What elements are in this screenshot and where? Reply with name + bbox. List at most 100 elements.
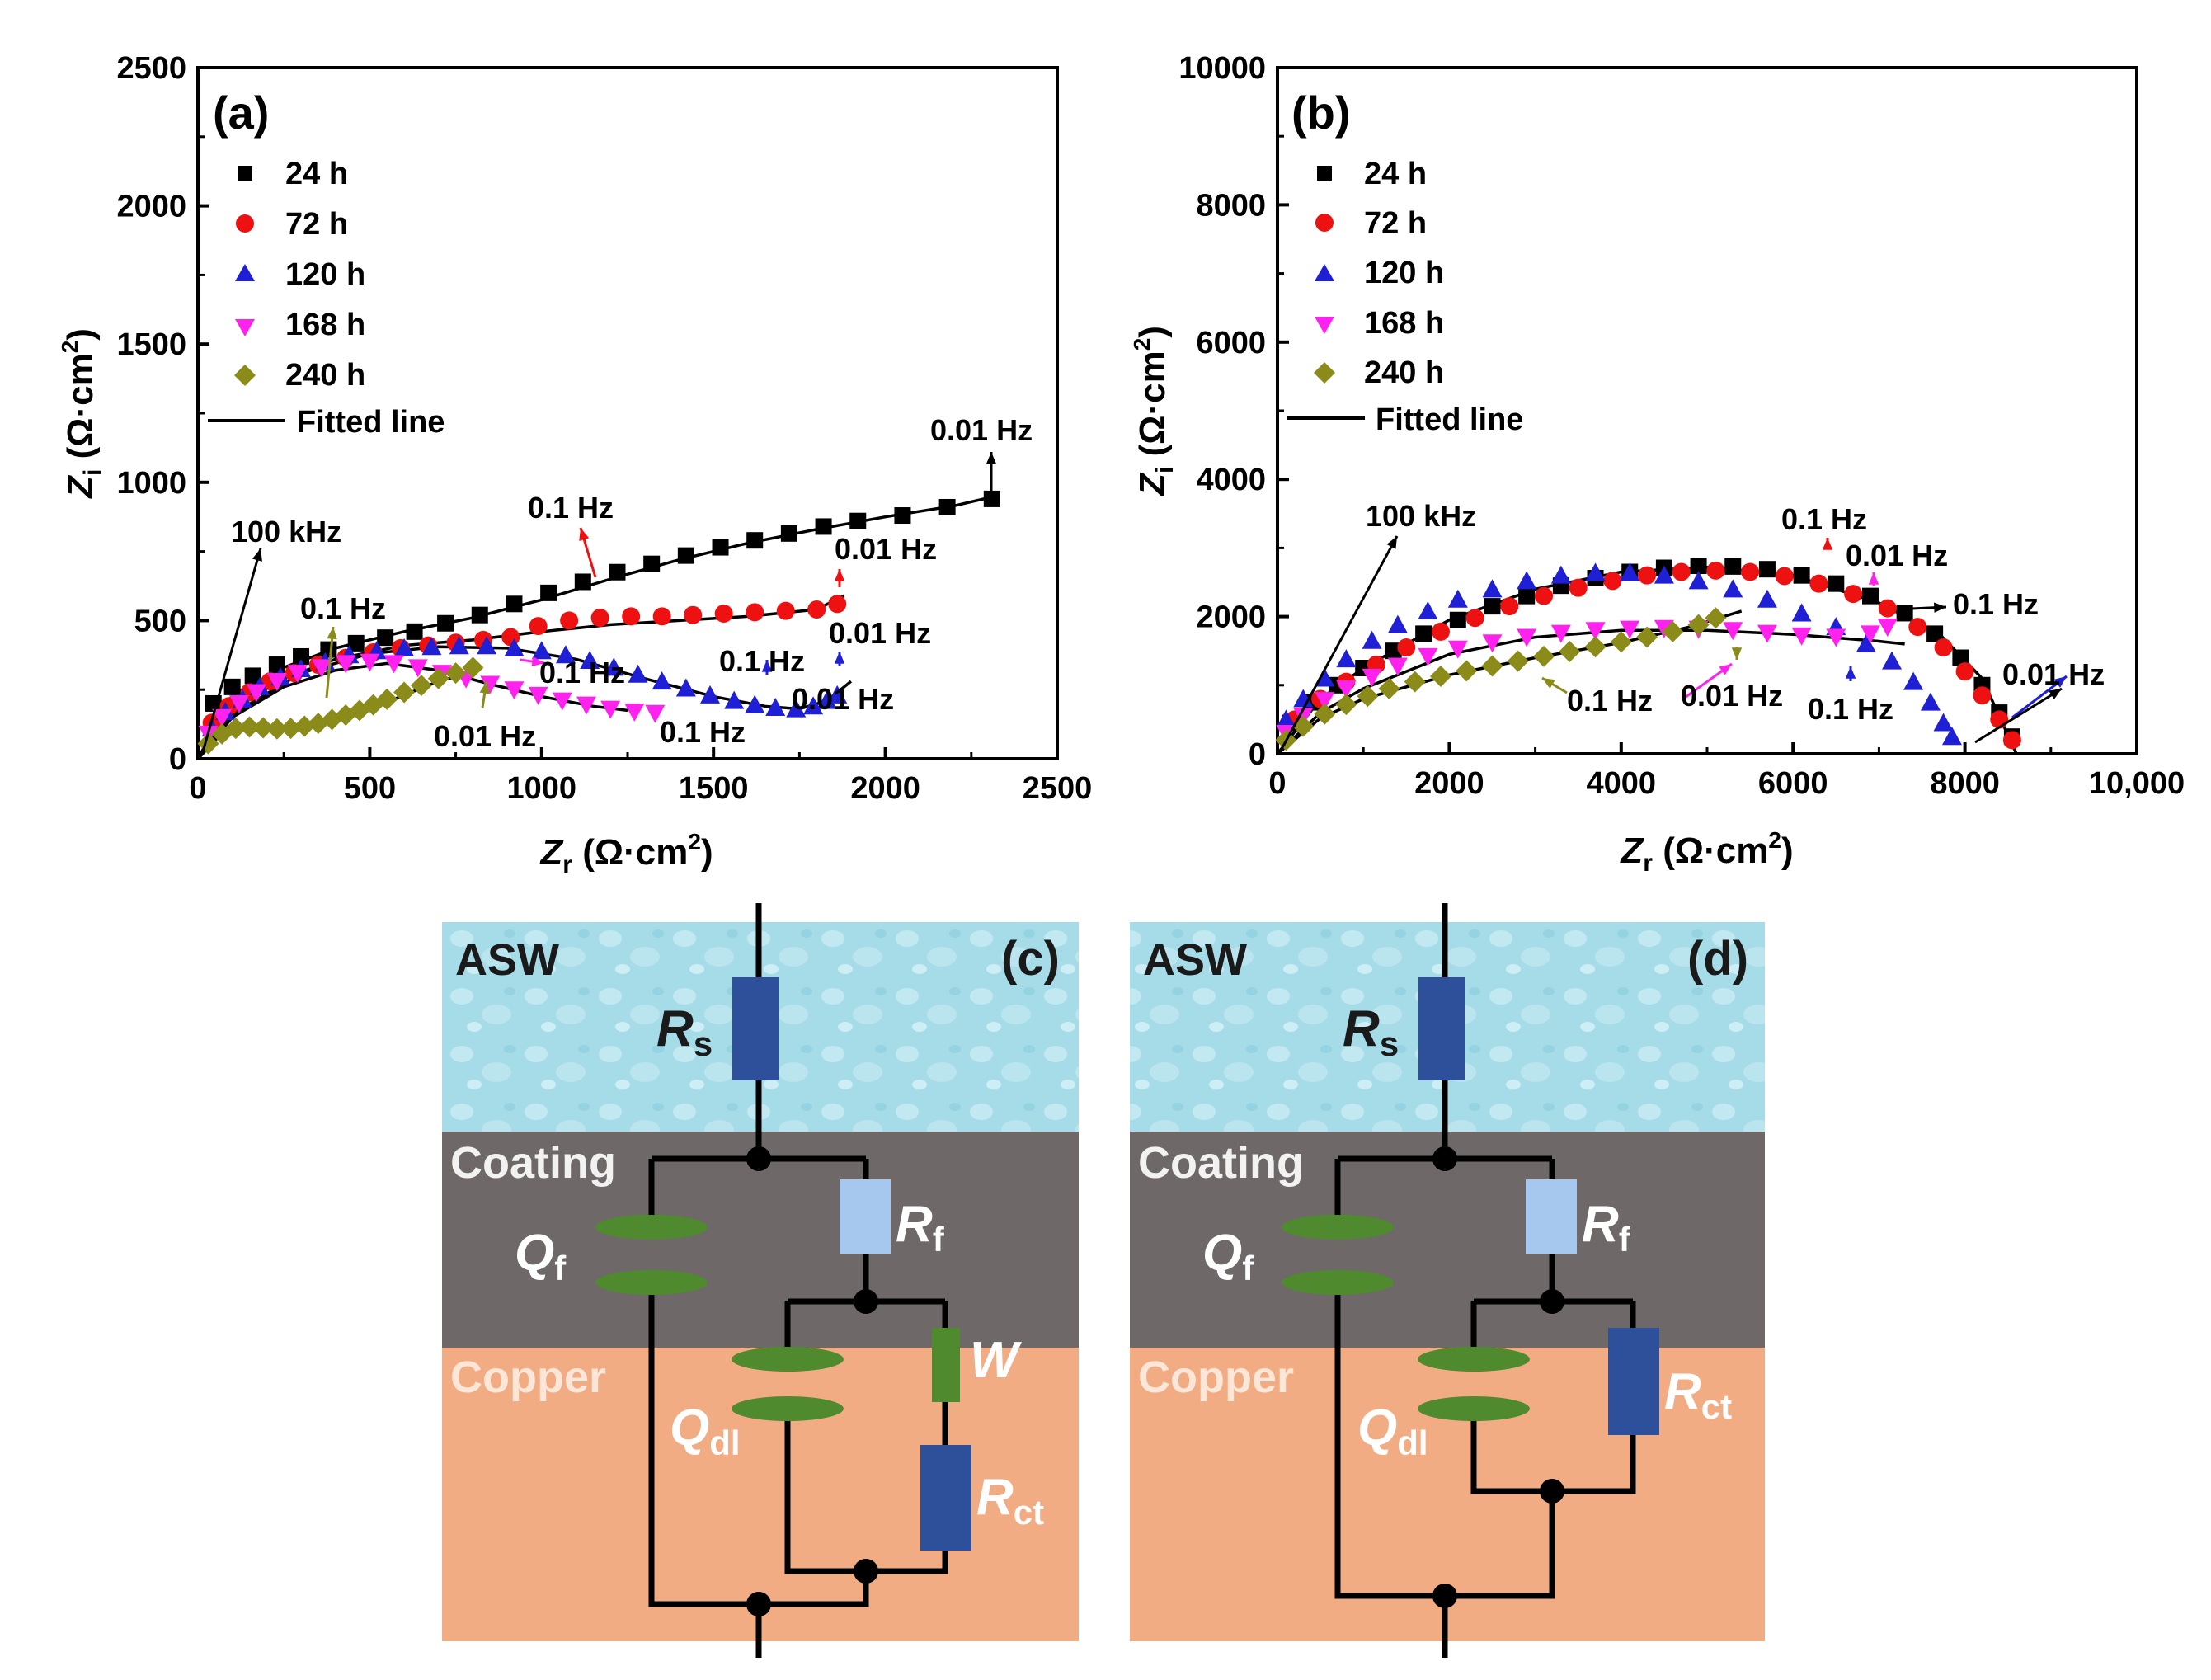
asw-label-d: ASW: [1143, 935, 1247, 985]
data-point: [1941, 727, 1962, 746]
data-point: [393, 681, 416, 704]
y-tick-label: 8000: [1196, 188, 1266, 223]
data-point: [1314, 703, 1336, 725]
data-point: [1603, 572, 1622, 591]
data-point: [1336, 680, 1357, 699]
data-point: [1481, 655, 1503, 677]
series-240h: [197, 656, 484, 755]
data-point: [827, 685, 848, 704]
data-point: [506, 595, 523, 613]
annotation-arrow-head: [761, 660, 773, 672]
annotation-240h-0.1hz-b: 0.1 Hz: [1567, 684, 1653, 718]
data-point: [212, 708, 233, 727]
annotation-arrow-head: [2049, 689, 2062, 700]
data-point: [280, 718, 302, 740]
resistor-rs-c: [732, 977, 779, 1080]
annotation-arrow-line: [1974, 687, 2063, 744]
annotation-arrow-head: [1731, 647, 1743, 660]
annotation-arrow-head: [834, 652, 845, 664]
data-point: [786, 699, 807, 718]
annotation-72h-0.01hz: 0.01 Hz: [835, 532, 937, 566]
annotation-arrow-head: [1386, 536, 1397, 549]
series-168h: [1276, 619, 1898, 744]
data-point: [1791, 627, 1812, 646]
data-point: [580, 651, 600, 670]
data-point: [449, 636, 469, 655]
data-point: [1654, 565, 1674, 584]
data-point: [714, 605, 733, 624]
data-point: [1465, 609, 1484, 628]
rct-label-d: Rct: [1664, 1363, 1732, 1426]
data-point: [1336, 649, 1357, 668]
data-point: [1620, 562, 1640, 581]
data-point: [776, 601, 795, 620]
y-tick-label: 2500: [116, 51, 186, 86]
data-point: [1610, 631, 1632, 653]
annotation-arrow-head: [1868, 572, 1879, 585]
data-point: [252, 717, 275, 739]
annotation-arrow-head: [2053, 676, 2067, 688]
annotation-100khz-b: 100 kHz: [1366, 499, 1476, 533]
data-point: [600, 700, 621, 719]
data-point: [1315, 668, 1335, 687]
data-point: [287, 665, 308, 684]
data-point: [675, 678, 696, 697]
data-point: [1723, 579, 1743, 598]
data-point: [1415, 625, 1432, 642]
annotation-arrow-head: [252, 548, 262, 562]
data-point: [1955, 662, 1974, 681]
data-point: [360, 653, 380, 672]
y-tick-label: 10000: [1178, 51, 1266, 86]
y-tick-label: 2000: [116, 190, 186, 224]
x-tick-label: 1000: [507, 771, 577, 806]
y-tick-label: 1500: [116, 327, 186, 362]
data-point: [624, 704, 645, 722]
data-point: [1882, 651, 1903, 670]
data-point: [1585, 562, 1606, 581]
data-point: [244, 667, 261, 685]
x-tick-label: 0: [1268, 766, 1286, 801]
legend-label-240h-b: 240 h: [1364, 355, 1444, 390]
annotation-120h-0.1hz-b: 0.1 Hz: [1953, 587, 2039, 621]
legend-label-240h: 240 h: [285, 358, 365, 393]
data-point: [604, 657, 624, 676]
legend-marker-72h-b: [1315, 214, 1334, 232]
data-point: [238, 716, 261, 738]
x-tick-label: 2000: [1414, 766, 1484, 801]
data-point: [983, 490, 1000, 507]
y-axis-label-a: Zi (Ω·cm2): [57, 328, 106, 500]
data-point: [1705, 607, 1727, 629]
data-point: [294, 715, 316, 737]
data-point: [628, 664, 648, 683]
data-point: [1429, 665, 1451, 687]
data-point: [828, 595, 847, 614]
data-point: [1903, 671, 1924, 690]
data-point: [1293, 689, 1314, 708]
legend-label-168h: 168 h: [285, 308, 365, 342]
coating-label-d: Coating: [1138, 1138, 1304, 1188]
data-point: [1809, 574, 1828, 593]
fit-line-24h: [1276, 565, 2018, 755]
data-point: [1357, 685, 1379, 708]
data-point: [1500, 597, 1519, 616]
data-point: [223, 678, 241, 695]
data-point: [1662, 620, 1684, 642]
data-point: [560, 611, 579, 630]
data-point: [266, 673, 287, 692]
legend-marker-24h-b: [1317, 166, 1332, 181]
data-point: [1482, 579, 1503, 598]
data-point: [1990, 710, 2009, 729]
data-point: [1687, 614, 1710, 636]
data-points-b: [1275, 558, 2021, 751]
data-point: [410, 675, 432, 697]
data-point: [1404, 671, 1426, 693]
data-point: [803, 696, 824, 715]
data-point: [1654, 619, 1674, 638]
x-tick-label: 4000: [1587, 766, 1657, 801]
data-point: [1952, 649, 1969, 666]
data-point: [2002, 731, 2021, 750]
annotation-arrow-head: [479, 681, 490, 694]
